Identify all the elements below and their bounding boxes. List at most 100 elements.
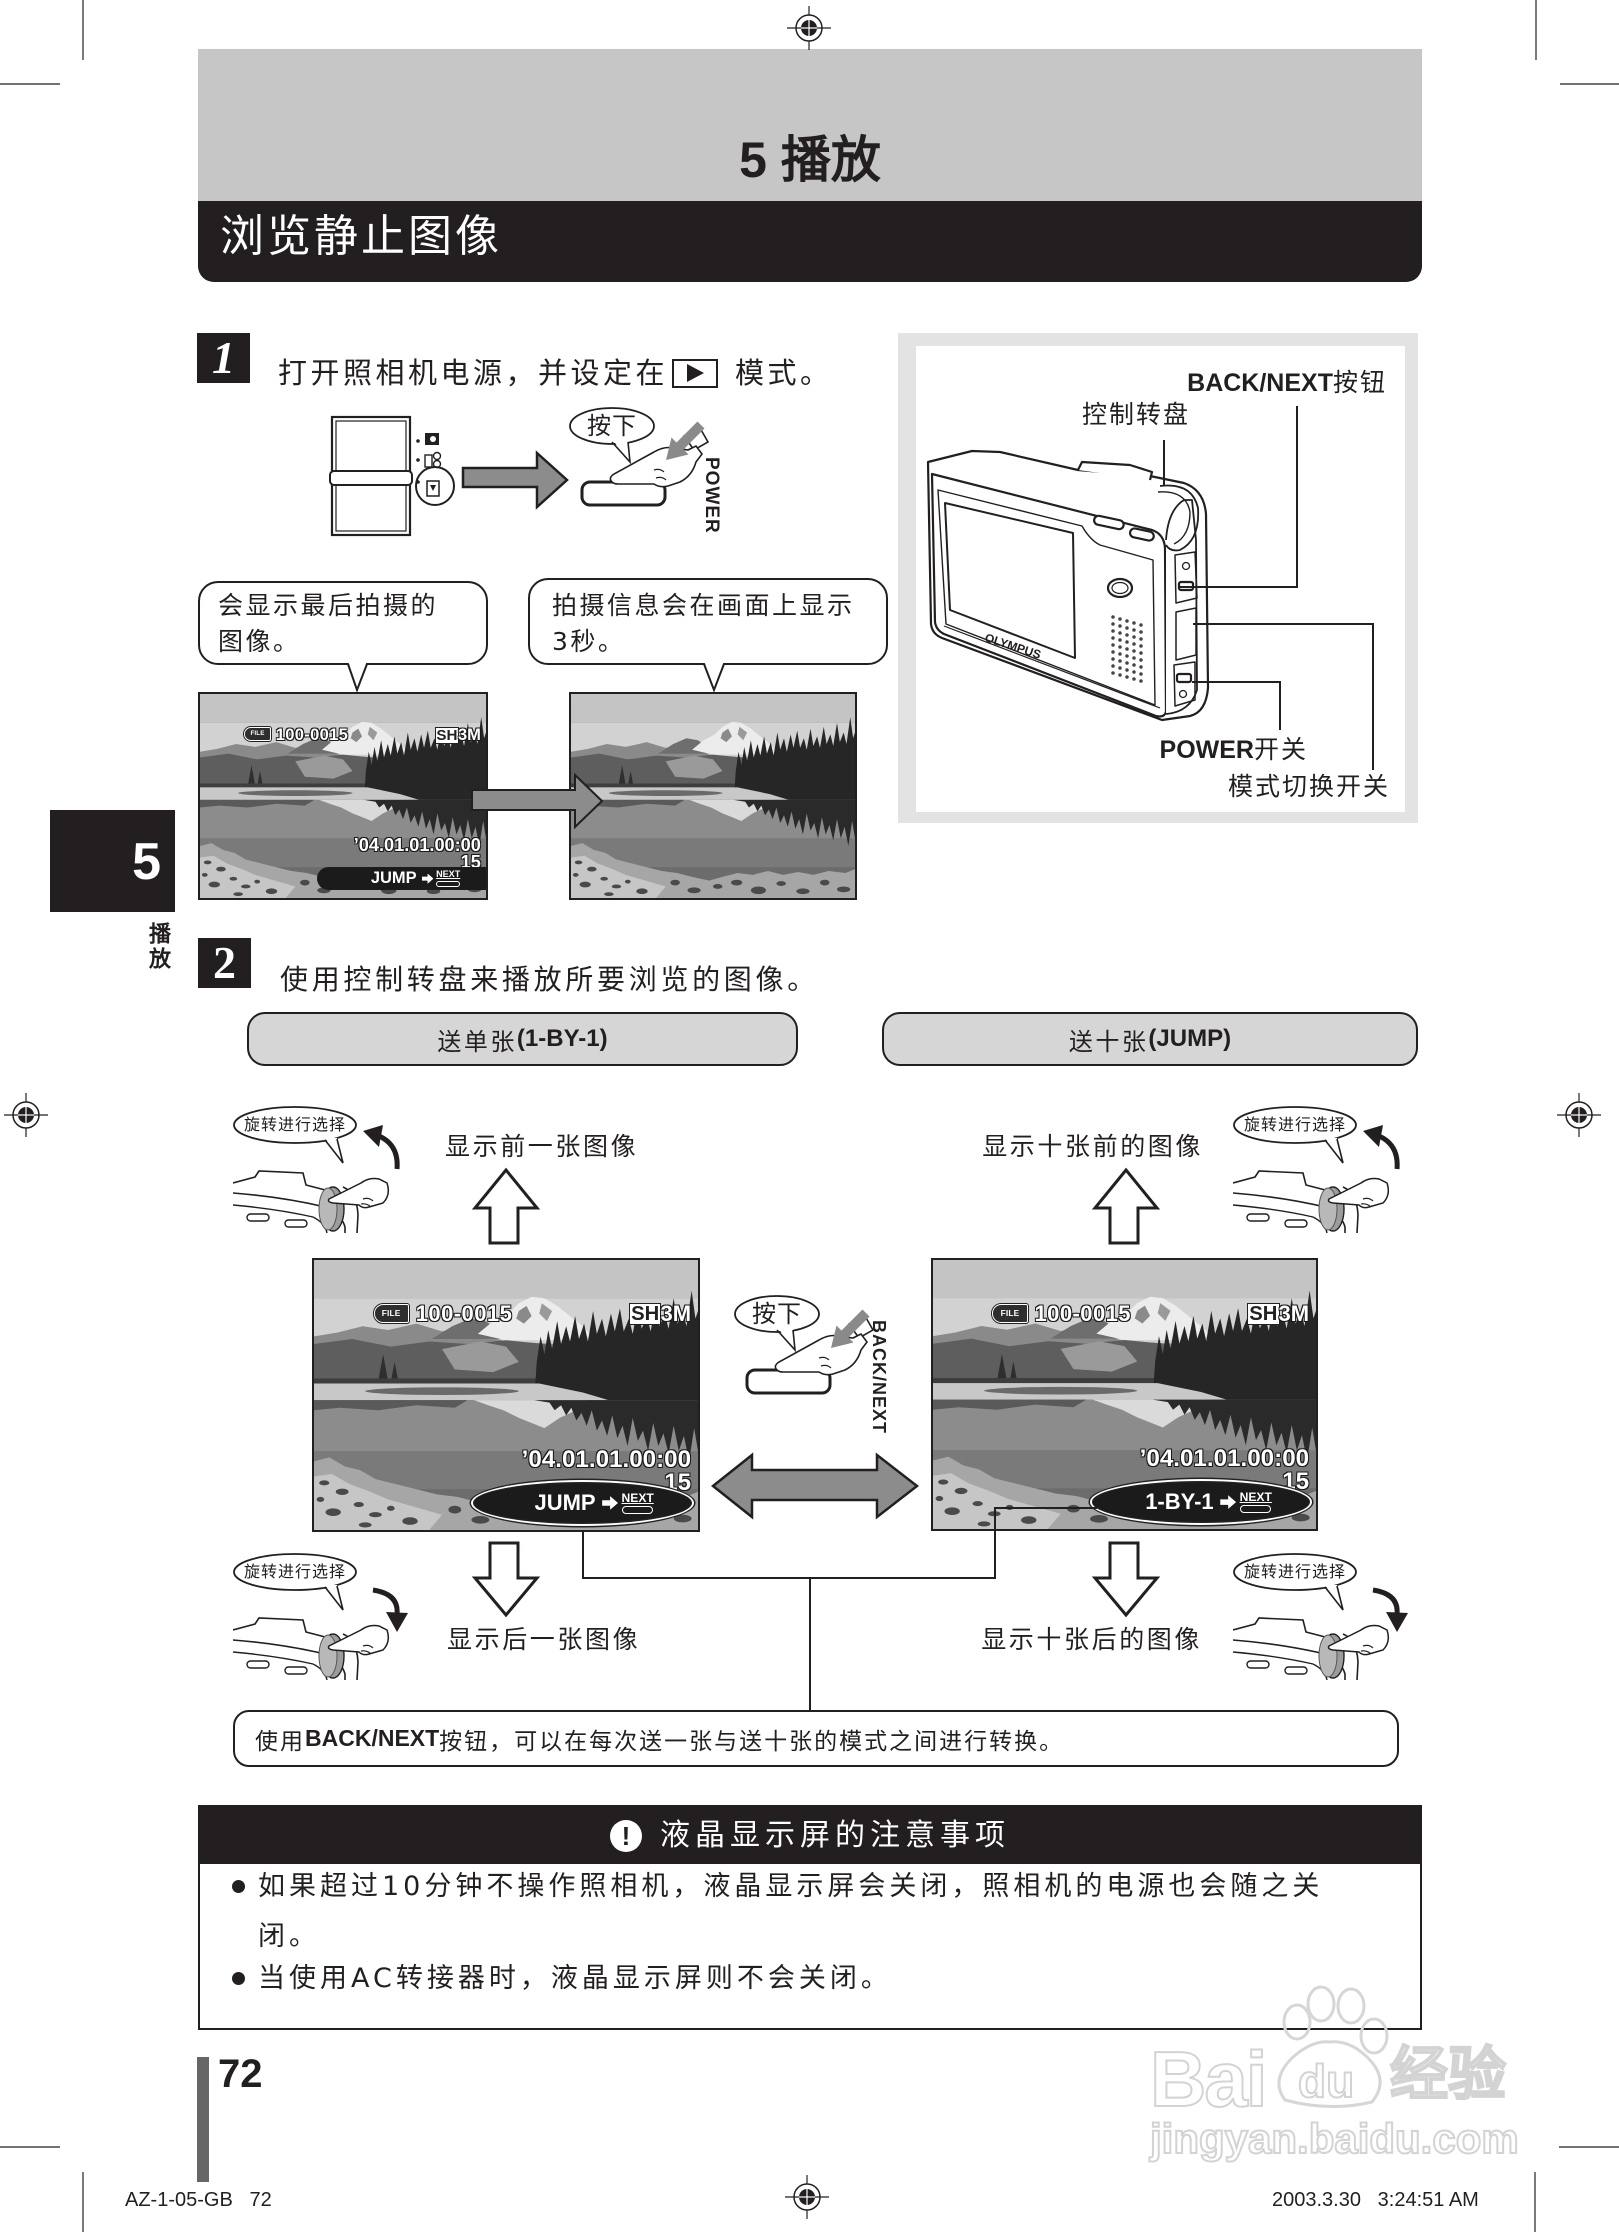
watermark-brand-paw: du — [1297, 2055, 1355, 2107]
note-text-after: 按钮，可以在每次送一张与送十张的模式之间进行转换。 — [439, 1728, 1065, 1755]
arrow-up-icon — [471, 1167, 541, 1245]
watermark-url: jingyan.baidu.com — [1149, 2115, 1520, 2162]
page-number: 72 — [218, 2052, 263, 2096]
label-power-switch: POWER开关 — [1160, 737, 1308, 763]
label-control-dial: 控制转盘 — [1081, 400, 1190, 429]
next-label: NEXT — [621, 1490, 654, 1505]
file-number: 100-0015 — [1034, 1301, 1131, 1327]
registration-mark-right — [1557, 1093, 1601, 1137]
chapter-title: 5 播放 — [739, 132, 881, 188]
step-1-instruction: 打开照相机电源，并设定在 模式。 — [278, 359, 833, 388]
callout-last-shot: 会显示最后拍摄的图像。 — [198, 581, 488, 665]
callout-last-shot-text: 会显示最后拍摄的图像。 — [218, 591, 439, 656]
caution-item-text: 如果超过10分钟不操作照相机，液晶显示屏会关闭，照相机的电源也会随之关闭。 — [258, 1871, 1324, 1952]
capture-datetime: ’04.01.01.00:00 — [521, 1445, 692, 1473]
watermark-brand-left: Bai — [1149, 2035, 1268, 2123]
lcd-screen-with-info: FILE 100-0015 SH 3M ’04.01.01.00:00 15 J… — [198, 692, 488, 900]
mode-pill-single-label: 送单张 — [437, 1027, 517, 1056]
registration-mark-top — [787, 6, 831, 50]
double-arrow-icon — [710, 1452, 920, 1520]
caution-item: 如果超过10分钟不操作照相机，液晶显示屏会关闭，照相机的电源也会随之关闭。 — [232, 1862, 1372, 1962]
caution-item-text: 当使用AC转接器时，液晶显示屏则不会关闭。 — [258, 1963, 892, 1994]
button-icon — [1240, 1504, 1272, 1514]
arrow-down-icon — [1091, 1541, 1161, 1618]
step-1-number: 1 — [197, 333, 250, 383]
step-2-instruction: 使用控制转盘来播放所要浏览的图像。 — [280, 963, 819, 996]
section-title: 浏览静止图像 — [220, 211, 502, 262]
quality-badge: SH — [434, 726, 460, 744]
back-next-button-label: BACK/NEXT — [869, 1320, 889, 1435]
mode-hint-bar: JUMP NEXT — [317, 867, 486, 890]
mode-hint: JUMP — [370, 869, 417, 888]
label-back-next-button: BACK/NEXT按钮 — [1187, 370, 1387, 396]
label-previous-image: 显示前一张图像 — [445, 1132, 639, 1161]
file-number: 100-0015 — [275, 725, 349, 744]
press-callout-text: 按下 — [587, 412, 637, 440]
next-button-hint: NEXT — [436, 870, 460, 887]
resolution: 3M — [457, 725, 481, 744]
callout-info-display: 拍摄信息会在画面上显示3秒。 — [528, 578, 888, 665]
button-icon — [436, 880, 460, 887]
note-text-bold: BACK/NEXT — [305, 1725, 440, 1751]
note-text-before: 使用 — [255, 1728, 305, 1755]
landscape-photo — [571, 694, 855, 898]
bullet-icon — [232, 1972, 245, 1985]
rotate-hint-bottom-right: 旋转进行选择 — [1243, 1562, 1347, 1581]
page-number-bar — [197, 2057, 209, 2182]
label-power-suffix: 开关 — [1253, 735, 1308, 764]
section-header-band: 浏览静止图像 — [198, 201, 1422, 282]
callout-tails — [347, 661, 725, 693]
lcd-caution-box: ! 液晶显示屏的注意事项 如果超过10分钟不操作照相机，液晶显示屏会关闭，照相机… — [198, 1805, 1422, 2030]
mode-pill-jump-label: 送十张 — [1068, 1027, 1149, 1056]
step-1-instruction-before: 打开照相机电源，并设定在 — [278, 356, 669, 390]
registration-mark-left — [4, 1093, 48, 1137]
next-label: NEXT — [436, 869, 461, 880]
next-button-hint: NEXT — [622, 1492, 654, 1514]
caution-header: ! 液晶显示屏的注意事项 — [200, 1807, 1420, 1864]
side-tab-number: 5 — [132, 833, 161, 891]
quality-badge: SH — [1247, 1303, 1280, 1326]
capture-datetime: ’04.01.01.00:00 — [353, 834, 481, 855]
caution-title: 液晶显示屏的注意事项 — [660, 1817, 1010, 1853]
file-tag-label: FILE — [250, 730, 265, 738]
step-1-instruction-after: 模式。 — [735, 356, 833, 390]
file-tag-icon: FILE — [373, 1304, 409, 1323]
file-tag-label: FILE — [381, 1308, 401, 1319]
mode-pill-single: 送单张(1-BY-1) — [247, 1012, 798, 1066]
chapter-header: 5 播放 浏览静止图像 — [198, 49, 1422, 282]
frame-count: 15 — [460, 852, 481, 873]
side-tab-label: 播放 — [145, 922, 170, 972]
next-button-hint: NEXT — [1240, 1491, 1272, 1514]
label-back-next-suffix: 按钮 — [1332, 368, 1387, 397]
press-callout-text: 按下 — [752, 1300, 802, 1328]
rotate-hint-top-left: 旋转进行选择 — [243, 1115, 347, 1134]
watermark-brand-right: 经验 — [1389, 2042, 1507, 2107]
label-ten-next: 显示十张后的图像 — [981, 1625, 1202, 1654]
step-2-number: 2 — [198, 938, 251, 988]
mode-hint: JUMP — [534, 1489, 596, 1515]
arrow-right-icon — [1220, 1495, 1237, 1509]
mode-pill-single-code: (1-BY-1) — [516, 1025, 608, 1052]
camera-mode-icon — [425, 433, 439, 445]
mode-pill-jump-code: (JUMP) — [1148, 1025, 1232, 1052]
label-next-image: 显示后一张图像 — [447, 1625, 641, 1654]
rotate-hint-bottom-left: 旋转进行选择 — [243, 1562, 347, 1581]
arrow-down-icon — [471, 1541, 541, 1618]
file-tag-label: FILE — [1000, 1308, 1020, 1318]
caution-list: 如果超过10分钟不操作照相机，液晶显示屏会关闭，照相机的电源也会随之关闭。 当使… — [232, 1862, 1372, 2004]
arrow-right-icon — [421, 873, 434, 884]
lcd-screen-clean — [569, 692, 857, 900]
playback-mode-icon — [672, 359, 719, 388]
chapter-side-tab: 5 — [50, 810, 175, 912]
lcd-screen-jump-mode: FILE 100-0015 SH 3M ’04.01.01.00:00 15 1… — [931, 1258, 1318, 1531]
label-power-name: POWER — [1159, 736, 1254, 764]
mode-pill-jump: 送十张(JUMP) — [882, 1012, 1418, 1066]
file-number: 100-0015 — [415, 1301, 513, 1327]
bullet-icon — [232, 1880, 245, 1893]
lcd-screen-single-mode: FILE 100-0015 SH 3M ’04.01.01.00:00 15 J… — [312, 1258, 700, 1532]
playback-mode-icon — [426, 480, 440, 497]
mode-hint-highlight: 1-BY-1 NEXT — [1090, 1479, 1313, 1525]
mode-switch-diagram — [329, 415, 455, 537]
connector-lines — [582, 1507, 1097, 1710]
